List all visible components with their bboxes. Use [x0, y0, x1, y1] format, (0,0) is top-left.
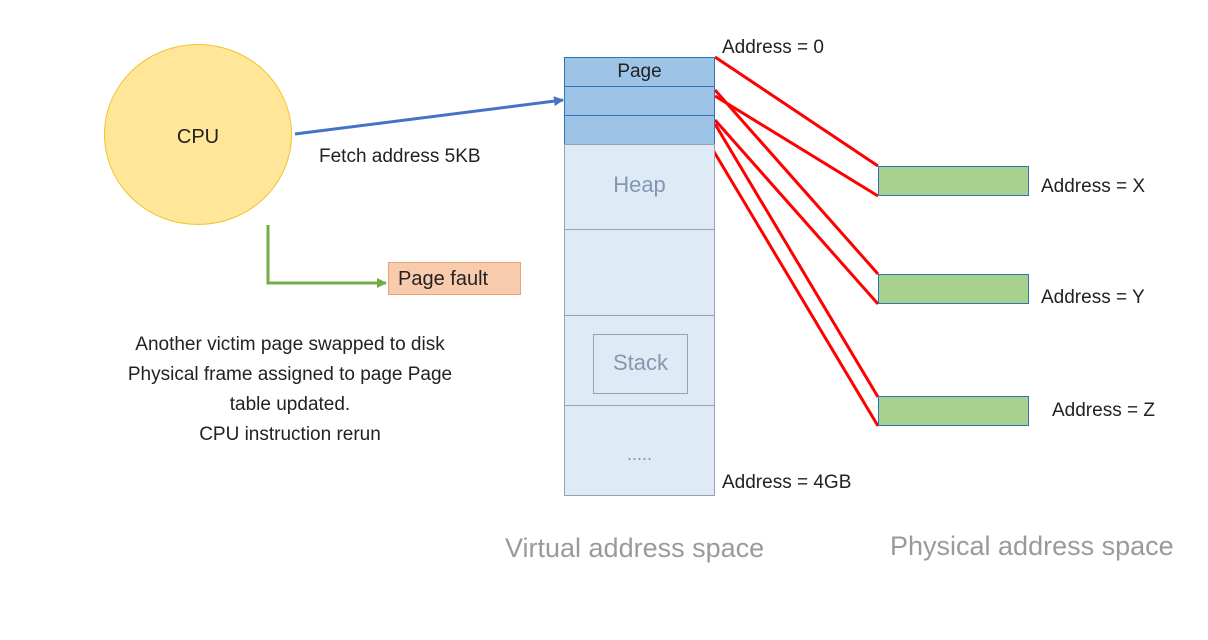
- physical-frame-y: [878, 274, 1029, 304]
- stack-box: Stack: [593, 334, 688, 394]
- mapping-line-page1-x: [714, 55, 879, 168]
- recovery-notes: Another victim page swapped to disk Phys…: [80, 330, 500, 450]
- note-line-3: table updated.: [229, 394, 351, 415]
- mapping-line-page2-y: [713, 89, 880, 275]
- virtual-space-caption: Virtual address space: [505, 533, 765, 563]
- page-block-2: [564, 86, 715, 116]
- address-4gb-label: Address = 4GB: [722, 472, 852, 493]
- mapping-line-page3-y: [713, 119, 880, 305]
- page-fault-box: Page fault: [388, 262, 521, 295]
- page-label: Page: [617, 61, 662, 82]
- stack-label: Stack: [612, 350, 669, 375]
- cpu-label: CPU: [176, 126, 220, 148]
- heap-label: Heap: [613, 172, 666, 197]
- physical-frame-z: [878, 396, 1029, 426]
- remaining-segment: .....: [564, 405, 715, 496]
- note-line-1: Another victim page swapped to disk: [135, 334, 445, 355]
- empty-segment: [564, 229, 715, 316]
- stack-segment: Stack: [564, 315, 715, 406]
- address-z-label: Address = Z: [1052, 400, 1155, 421]
- physical-space-caption: Physical address space: [890, 531, 1174, 561]
- page-fault-arrow: [266, 225, 387, 288]
- ellipsis-label: .....: [626, 444, 652, 464]
- note-line-4: CPU instruction rerun: [199, 424, 381, 445]
- page-fault-label: Page fault: [398, 268, 489, 290]
- heap-segment: Heap: [564, 144, 715, 230]
- mapping-line-page2-x: [714, 94, 879, 198]
- page-block-1: Page: [564, 57, 715, 87]
- address-zero-label: Address = 0: [722, 37, 824, 58]
- mapping-line-page3-z: [713, 123, 880, 398]
- mapping-line-page4-z: [711, 149, 880, 427]
- note-line-2: Physical frame assigned to page Page: [127, 364, 453, 385]
- fetch-arrow: [294, 96, 564, 136]
- cpu-circle: [104, 44, 292, 225]
- physical-frame-x: [878, 166, 1029, 196]
- address-x-label: Address = X: [1041, 176, 1146, 197]
- page-to-frame-mapping-lines: [711, 55, 880, 427]
- page-block-3: [564, 115, 715, 145]
- fetch-address-label: Fetch address 5KB: [319, 146, 481, 167]
- address-y-label: Address = Y: [1041, 287, 1145, 308]
